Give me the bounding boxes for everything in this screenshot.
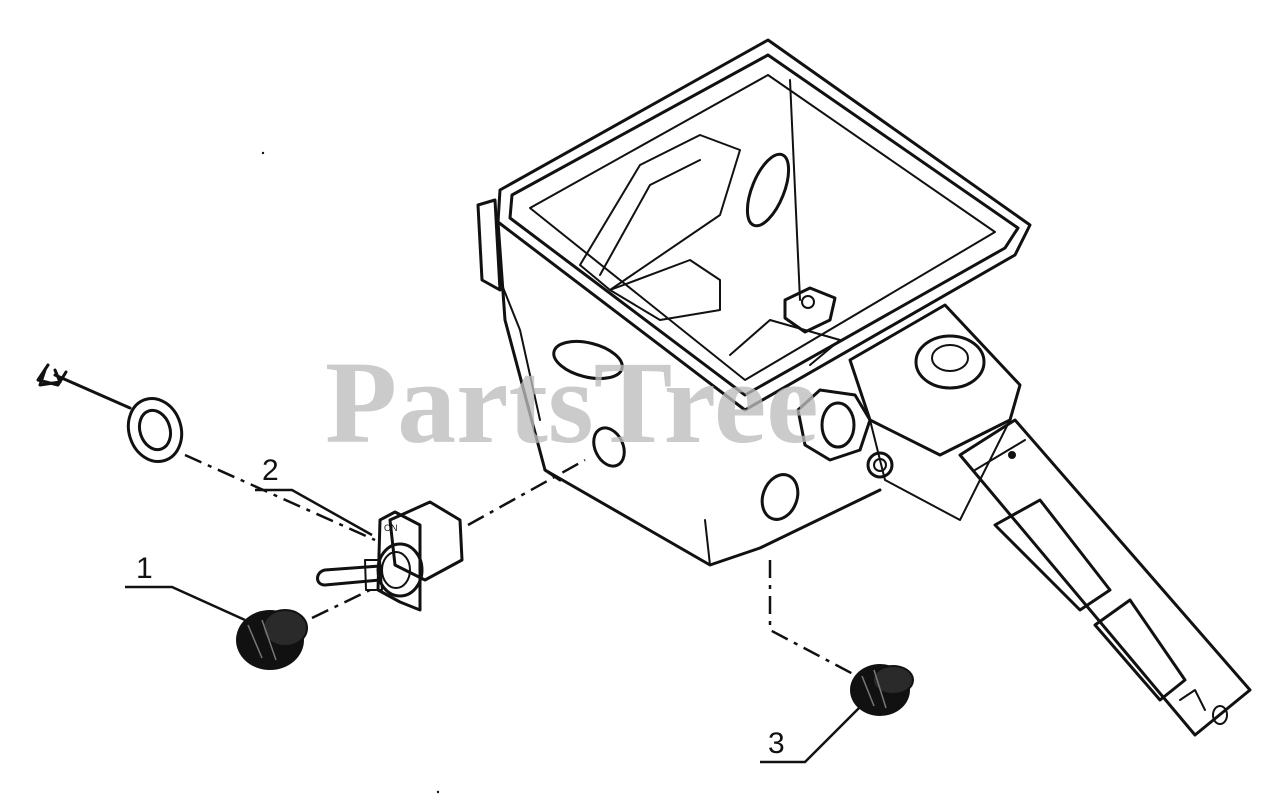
housing-collar-bore bbox=[931, 344, 969, 372]
cap-part-3 bbox=[850, 664, 914, 716]
housing bbox=[476, 38, 1032, 567]
housing-mount-ear bbox=[796, 388, 872, 462]
switch-nut bbox=[381, 551, 411, 589]
cap-1-ribs bbox=[247, 619, 277, 661]
housing-floor bbox=[729, 319, 841, 366]
shaft-body bbox=[958, 418, 1252, 737]
housing-small-boss bbox=[866, 451, 894, 479]
wire-key-shank bbox=[38, 368, 132, 410]
cap-3-ribs bbox=[861, 669, 887, 709]
cap-1-face bbox=[262, 609, 308, 647]
housing-left-edge bbox=[499, 279, 541, 421]
housing-switch-hole bbox=[592, 426, 626, 468]
leader-1 bbox=[125, 585, 246, 622]
switch-lever bbox=[316, 564, 382, 587]
shaft-slot-lower bbox=[1093, 598, 1187, 702]
housing-left-flange bbox=[476, 198, 502, 292]
callout-1: 1 bbox=[136, 552, 153, 585]
cap-3-face bbox=[872, 665, 914, 695]
wire-key-hook bbox=[36, 363, 68, 387]
switch-marking: ON bbox=[384, 523, 398, 533]
shaft-collar-line bbox=[974, 439, 1026, 471]
toggle-switch: ON bbox=[316, 500, 464, 612]
wire-key-ring-outer bbox=[126, 397, 184, 463]
shaft-rivet bbox=[1008, 451, 1016, 459]
centerline-housing-to-cap3 bbox=[768, 560, 856, 677]
cap-part-1 bbox=[236, 609, 308, 670]
speck bbox=[261, 151, 265, 155]
housing-side-slot bbox=[552, 339, 624, 381]
centerline-switch-to-housing bbox=[467, 458, 586, 527]
leader-3 bbox=[760, 704, 863, 764]
shaft-end-detail bbox=[1179, 689, 1206, 711]
callout-3: 3 bbox=[768, 727, 785, 760]
housing-back-edge bbox=[789, 79, 801, 301]
callout-2: 2 bbox=[262, 454, 279, 487]
housing-floor-block bbox=[609, 259, 721, 321]
speck bbox=[436, 790, 440, 794]
shaft-end-hole bbox=[1212, 705, 1228, 725]
shaft-tube bbox=[958, 418, 1252, 737]
switch-body bbox=[388, 500, 464, 582]
housing-boss bbox=[783, 286, 837, 334]
housing-inner-wall bbox=[529, 74, 996, 381]
housing-right-side bbox=[869, 419, 1011, 521]
switch-lever-base bbox=[364, 559, 383, 591]
shaft-slot-upper bbox=[993, 498, 1112, 612]
housing-ramp-edge bbox=[599, 159, 701, 276]
housing-slot-inner bbox=[745, 152, 791, 228]
housing-bottom-edge bbox=[704, 519, 711, 566]
housing-rim-inner bbox=[508, 53, 1020, 397]
watermark: PartsTree bbox=[325, 337, 819, 468]
switch-bushing bbox=[376, 542, 424, 598]
housing-bottom bbox=[543, 468, 882, 567]
housing-mount-hole bbox=[820, 401, 856, 449]
assembly-centerlines bbox=[184, 453, 856, 677]
centerline-cap1-to-switch bbox=[311, 588, 371, 620]
housing-boss-hole bbox=[801, 295, 815, 309]
wire-key bbox=[36, 363, 184, 463]
leader-2 bbox=[255, 488, 373, 537]
wire-key-ring-inner bbox=[137, 408, 173, 452]
housing-bottom-hole bbox=[760, 473, 800, 521]
housing-collar bbox=[914, 334, 986, 390]
callouts: 2 1 3 bbox=[125, 454, 863, 764]
